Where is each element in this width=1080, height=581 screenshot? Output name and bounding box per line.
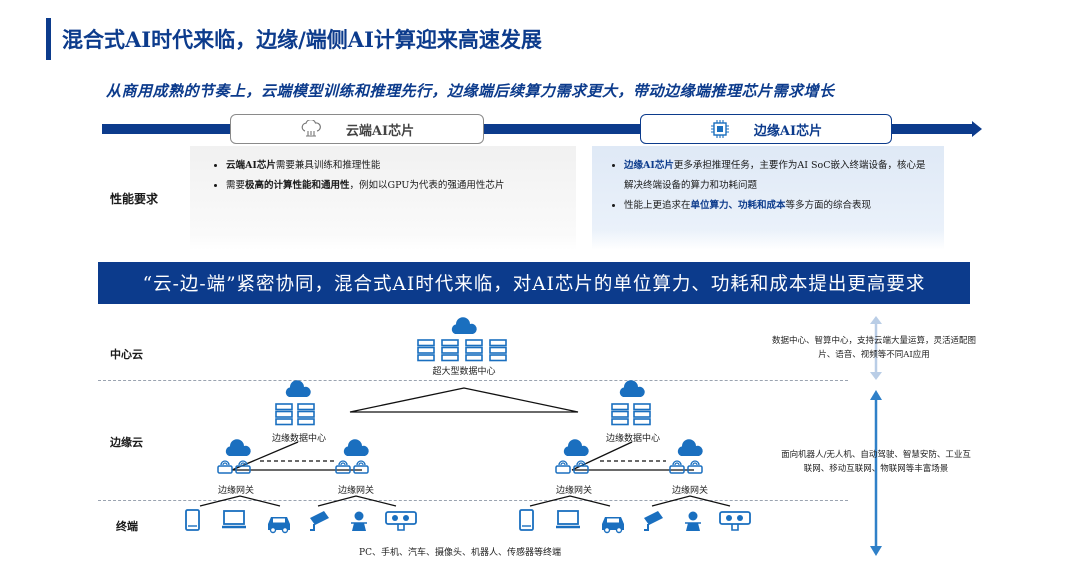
chip-icon (710, 119, 730, 139)
router-icon (217, 460, 233, 474)
center-cloud-note: 数据中心、智算中心，支持云端大量运算，灵活适配图片、语音、视频等不同AI应用 (771, 336, 976, 360)
edge-cloud-note: 面向机器人/无人机、自动驾驶、智慧安防、工业互联网、移动互联网、物联网等丰富场景 (781, 450, 971, 474)
robot-icon (351, 511, 367, 531)
cloud-point: 需要极高的计算性能和通用性，例如以GPU为代表的强通用性芯片 (226, 176, 536, 196)
title-accent-bar (46, 18, 51, 60)
server-rack-icon (297, 403, 315, 426)
tier-label-terminal: 终端 (116, 520, 138, 533)
laptop-icon (556, 510, 580, 529)
server-rack-icon (633, 403, 651, 426)
timeline-arrow-head (972, 121, 982, 137)
tier-divider (98, 500, 848, 501)
performance-row-label: 性能要求 (110, 192, 159, 206)
link-gateway-device (317, 495, 397, 507)
page-subtitle: 从商用成熟的节奏上，云端模型训练和推理先行，边缘端后续算力需求更大，带动边缘端推… (106, 82, 835, 100)
double-arrow-icon (870, 390, 882, 556)
double-arrow-icon (870, 316, 882, 380)
page-title: 混合式AI时代来临，边缘/端侧AI计算迎来高速发展 (62, 27, 542, 52)
edge-dc-caption: 边缘数据中心 (271, 434, 326, 444)
phone-icon (519, 509, 534, 531)
edge-chip-panel: 边缘AI芯片更多承担推理任务，主要作为AI SoC嵌入终端设备，核心是解决终端设… (592, 146, 944, 250)
cloud-chip-label: 云端AI芯片 (345, 123, 415, 139)
cloud-chip-panel: 云端AI芯片需要兼具训练和推理性能 需要极高的计算性能和通用性，例如以GPU为代… (190, 146, 576, 250)
car-icon (602, 517, 624, 534)
server-rack-icon (417, 339, 435, 362)
router-icon (555, 460, 571, 474)
cloud-network-icon (300, 120, 322, 138)
edge-point: 性能上更追求在单位算力、功耗和成本等多方面的综合表现 (624, 196, 929, 216)
edge-chip-pill: 边缘AI芯片 (640, 114, 892, 144)
cloud-point: 云端AI芯片需要兼具训练和推理性能 (226, 156, 536, 176)
sensor-icon (719, 511, 751, 531)
devices-caption: PC、手机、汽车、摄像头、机器人、传感器等终端 (359, 548, 561, 558)
cloud-icon (225, 439, 251, 456)
car-icon (268, 517, 290, 534)
tier-divider (98, 380, 848, 381)
timeline-arrow (102, 124, 972, 134)
cloud-icon (619, 380, 645, 397)
camera-icon (310, 511, 329, 531)
link-gateway-device (199, 495, 281, 507)
edge-chip-label: 边缘AI芯片 (753, 123, 823, 139)
summary-banner: “云-边-端”紧密协同，混合式AI时代来临，对AI芯片的单位算力、功耗和成本提出… (98, 262, 970, 304)
server-rack-icon (275, 403, 293, 426)
edge-dc-caption: 边缘数据中心 (605, 434, 660, 444)
router-icon (335, 460, 351, 474)
robot-icon (685, 511, 701, 531)
tier-label-center-cloud: 中心云 (110, 348, 143, 361)
cloud-icon (343, 439, 369, 456)
link-gateway-device (529, 495, 611, 507)
cloud-icon (563, 439, 589, 456)
camera-icon (644, 511, 663, 531)
server-rack-icon (611, 403, 629, 426)
gateway-caption: 边缘网关 (671, 486, 708, 496)
phone-icon (185, 509, 200, 531)
cloud-icon (451, 317, 477, 334)
cloud-icon (285, 380, 311, 397)
link-mega-edge (349, 387, 579, 413)
edge-points-list: 边缘AI芯片更多承担推理任务，主要作为AI SoC嵌入终端设备，核心是解决终端设… (602, 156, 929, 216)
cloud-icon (677, 439, 703, 456)
server-rack-icon (489, 339, 507, 362)
laptop-icon (222, 510, 246, 529)
server-rack-icon (465, 339, 483, 362)
cloud-chip-pill: 云端AI芯片 (230, 114, 484, 144)
gateway-caption: 边缘网关 (217, 486, 254, 496)
server-rack-icon (441, 339, 459, 362)
mega-dc-caption: 超大型数据中心 (432, 367, 496, 377)
link-edge-gateway (571, 441, 694, 471)
sensor-icon (385, 511, 417, 531)
tier-label-edge-cloud: 边缘云 (110, 436, 143, 449)
router-icon (687, 460, 703, 474)
gateway-caption: 边缘网关 (337, 486, 374, 496)
cloud-points-list: 云端AI芯片需要兼具训练和推理性能 需要极高的计算性能和通用性，例如以GPU为代… (204, 156, 536, 196)
gateway-caption: 边缘网关 (555, 486, 592, 496)
router-icon (669, 460, 685, 474)
edge-point: 边缘AI芯片更多承担推理任务，主要作为AI SoC嵌入终端设备，核心是解决终端设… (624, 156, 929, 196)
link-gateway-device (651, 495, 731, 507)
router-icon (353, 460, 369, 474)
